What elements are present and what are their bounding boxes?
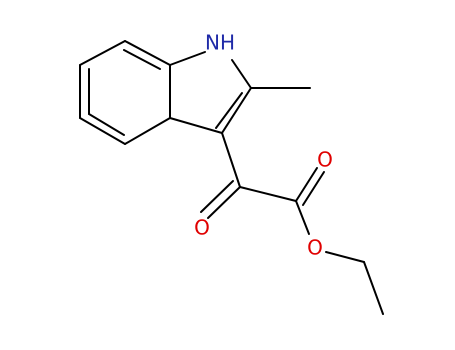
bond xyxy=(221,87,252,134)
bond xyxy=(239,186,297,202)
bond xyxy=(295,200,310,235)
bond xyxy=(302,171,325,206)
nitrogen-label: NH xyxy=(205,31,235,55)
bond xyxy=(215,92,243,129)
bond xyxy=(169,117,223,134)
oxygen-label: O xyxy=(194,216,210,240)
bond xyxy=(79,117,126,145)
bond xyxy=(169,51,206,66)
bond xyxy=(79,40,126,66)
oxygen-label: O xyxy=(317,148,333,172)
bond xyxy=(124,40,171,66)
bond xyxy=(200,180,234,213)
bond xyxy=(124,117,171,145)
bond xyxy=(231,59,252,89)
oxygen-label: O xyxy=(307,236,323,260)
bond xyxy=(221,132,241,188)
bond xyxy=(363,261,384,315)
bond xyxy=(123,49,161,70)
bond xyxy=(325,251,365,263)
bond xyxy=(295,167,318,202)
bond xyxy=(207,186,241,219)
bond xyxy=(88,113,125,136)
